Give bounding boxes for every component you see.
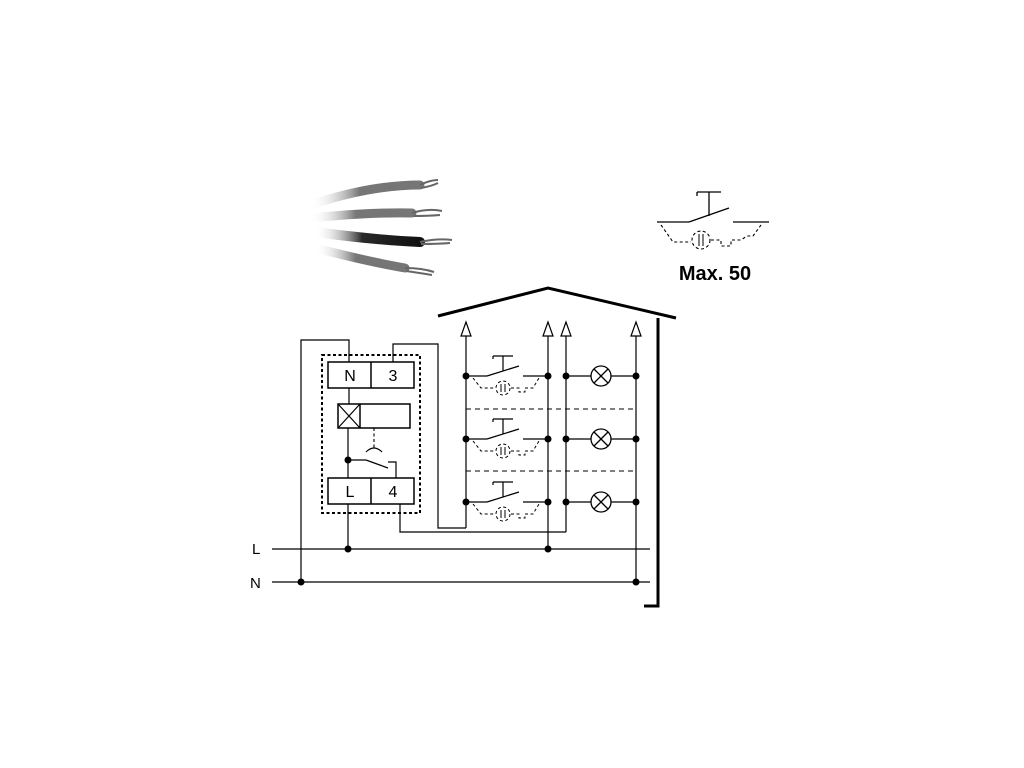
floor-separators <box>466 408 636 472</box>
wiring <box>272 330 650 583</box>
lamp-icon <box>590 365 612 387</box>
cable-bundle-icon <box>305 179 453 276</box>
push-button-icon <box>466 355 548 396</box>
terminal-n-label: N <box>344 368 356 385</box>
push-button-icon <box>657 191 769 250</box>
terminal-3-label: 3 <box>389 368 398 385</box>
max-quantity-label: Max. 50 <box>679 263 751 285</box>
terminal-4-label: 4 <box>389 484 398 501</box>
house-outline <box>437 286 677 608</box>
push-button-icon <box>466 418 548 459</box>
riser-arrows <box>460 320 642 337</box>
junction-dots <box>297 372 640 586</box>
lamp-icon <box>590 428 612 450</box>
relay-module <box>321 354 421 514</box>
terminal-l-label: L <box>346 484 355 501</box>
neutral-bus-label: N <box>250 575 261 592</box>
lamp-icon <box>590 491 612 513</box>
line-bus-label: L <box>252 541 260 558</box>
push-button-icon <box>466 481 548 522</box>
relay-coil-icon <box>337 403 411 429</box>
